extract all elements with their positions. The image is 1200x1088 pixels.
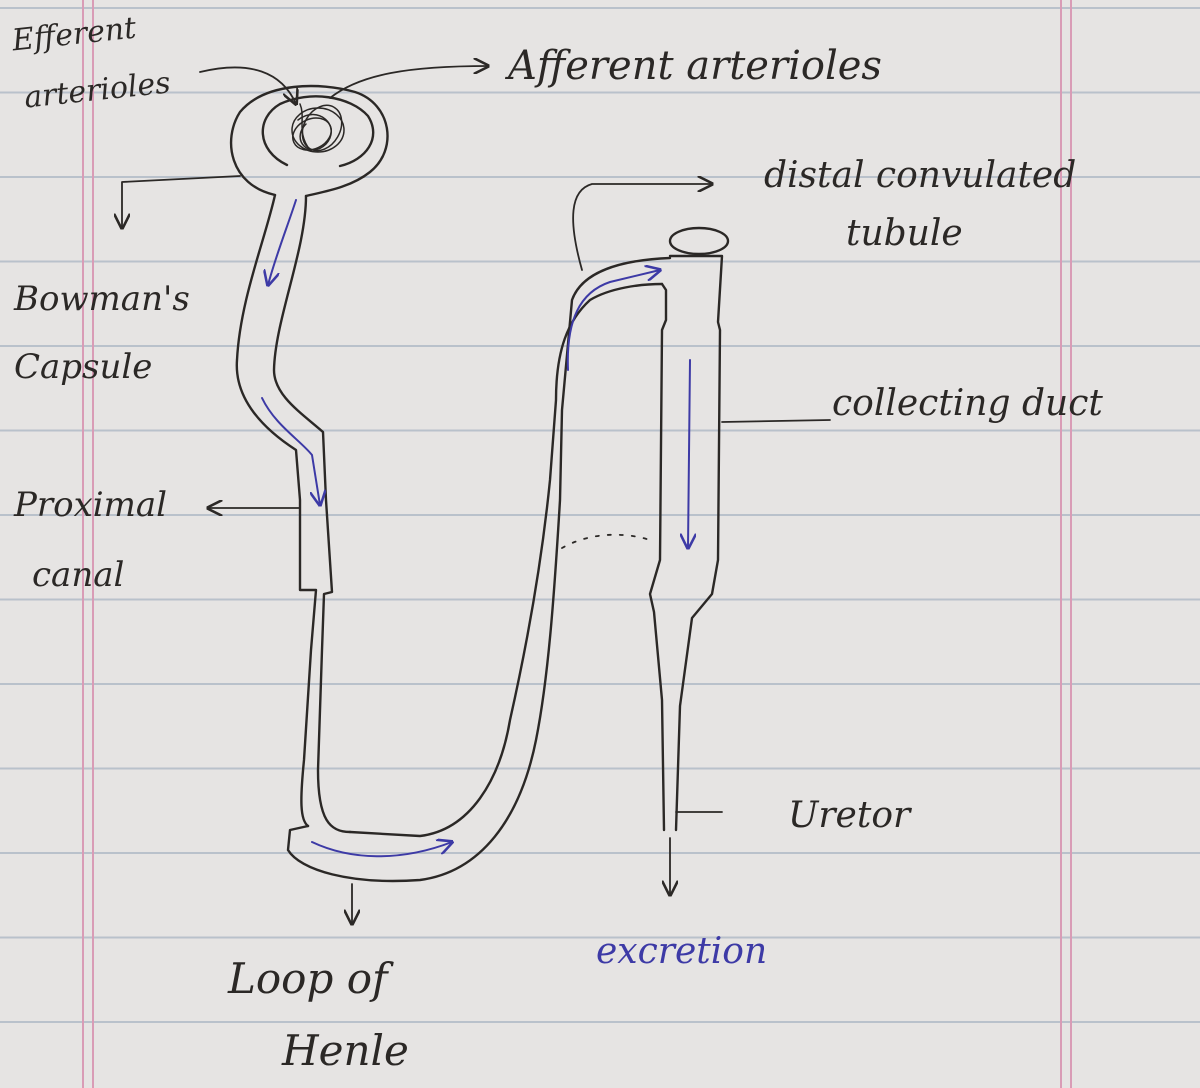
distal-tubule-opening (670, 228, 728, 254)
flow-arrow-2 (262, 398, 320, 505)
label-loop-line1: Loop of (228, 958, 388, 1000)
label-bowman-line2: Capsule (14, 350, 152, 384)
bowman-leader (122, 176, 240, 228)
bowmans-capsule-shape (231, 86, 387, 196)
label-bowman-line1: Bowman's (14, 282, 190, 316)
label-afferent: Afferent arterioles (508, 46, 882, 86)
label-ureter: Uretor (788, 798, 910, 834)
label-distal-line2: tubule (846, 216, 963, 252)
loop-of-henle-shape (288, 258, 670, 881)
label-distal-line1: distal convulated (764, 158, 1076, 194)
leader-lines (122, 66, 830, 924)
flow-arrow-5 (688, 360, 690, 548)
dashed-crossing (562, 535, 650, 548)
label-loop-line2: Henle (282, 1030, 409, 1072)
flow-arrow-3 (312, 842, 452, 856)
label-proximal-line2: canal (32, 558, 124, 592)
label-proximal-line1: Proximal (14, 488, 167, 522)
label-collecting-duct: collecting duct (832, 386, 1103, 422)
glomerulus-scribble (288, 98, 350, 158)
efferent-leader (200, 67, 296, 104)
flow-arrow-1 (268, 200, 296, 285)
proximal-tubule-shape (237, 195, 350, 832)
label-excretion: excretion (596, 934, 767, 970)
collecting-leader (722, 420, 830, 422)
collecting-duct-shape (650, 256, 722, 830)
